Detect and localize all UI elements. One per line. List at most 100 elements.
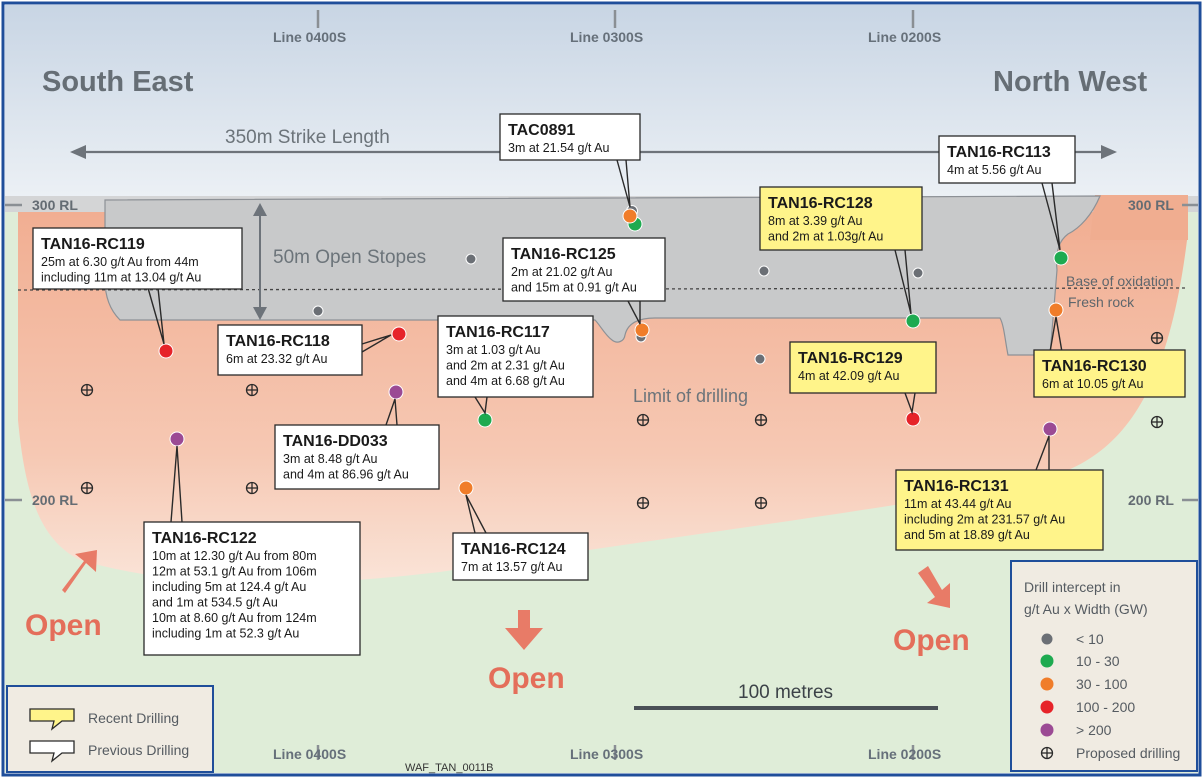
legend-panel: Drill intercept in g/t Au x Width (GW) <… xyxy=(1010,560,1198,772)
legend-swatch-10-30 xyxy=(1040,654,1054,668)
callout-boxes: TAC0891 3m at 21.54 g/t Au TAN16-RC113 4m a… xyxy=(32,113,1186,656)
callout-title: TAN16-DD033 xyxy=(283,433,388,450)
open-label-left: Open xyxy=(25,609,102,642)
callout-line: and 4m at 86.96 g/t Au xyxy=(283,468,409,482)
callout-line: 3m at 1.03 g/t Au xyxy=(446,343,541,357)
callout-line: 10m at 12.30 g/t Au from 80m xyxy=(152,549,317,563)
callout-pointer-rc113 xyxy=(1041,182,1061,251)
callout-line: 4m at 42.09 g/t Au xyxy=(798,369,900,383)
drilling-key-panel: Recent Drilling Previous Drilling xyxy=(6,685,214,773)
proposed-hole-marker xyxy=(1150,415,1164,429)
callout-line: and 1m at 534.5 g/t Au xyxy=(152,596,278,610)
intercept-dot-lt10 xyxy=(758,265,770,277)
section-line-label-0400s-top: Line 0400S xyxy=(273,29,346,45)
intercept-dot-gt200 xyxy=(169,431,185,447)
callout-box xyxy=(143,521,361,656)
callout-pointer-rc131 xyxy=(1035,435,1050,471)
callout-pointer-rc128 xyxy=(894,249,912,315)
intercept-dot-gt200 xyxy=(1042,421,1058,437)
legend-label-lt10: < 10 xyxy=(1076,631,1104,647)
callout-line: 10m at 8.60 g/t Au from 124m xyxy=(152,611,317,625)
proposed-hole-marker xyxy=(80,383,94,397)
callout-title: TAN16-RC113 xyxy=(947,144,1051,161)
scale-bar-label: 100 metres xyxy=(738,682,833,703)
intercept-dot-gt200 xyxy=(388,384,404,400)
callout-line: 2m at 21.02 g/t Au xyxy=(511,265,613,279)
legend-label-10-30: 10 - 30 xyxy=(1076,653,1120,669)
callout-box xyxy=(452,532,589,581)
proposed-hole-marker xyxy=(754,413,768,427)
recent-drilling-icon xyxy=(29,708,75,731)
callout-pointer-rc119 xyxy=(147,287,165,345)
callout-box xyxy=(1033,349,1186,398)
rl-label-200-left: 200 RL xyxy=(32,492,78,508)
callout-line: 12m at 53.1 g/t Au from 106m xyxy=(152,565,317,579)
callout-box xyxy=(502,237,666,302)
callout-box xyxy=(437,315,594,398)
section-line-label-0200s-top: Line 0200S xyxy=(868,29,941,45)
callout-pointer-tac0891 xyxy=(616,159,631,208)
callout-line: including 1m at 52.3 g/t Au xyxy=(152,627,299,641)
callout-line: including 2m at 231.57 g/t Au xyxy=(904,513,1065,527)
intercept-dot-lt10 xyxy=(912,267,924,279)
rl-label-300-right: 300 RL xyxy=(1128,197,1174,213)
callout-title: TAN16-RC122 xyxy=(152,530,257,547)
legend-swatch-100-200 xyxy=(1040,700,1054,714)
title-north-west: North West xyxy=(993,66,1147,98)
proposed-hole-marker xyxy=(245,481,259,495)
intercept-dot-10-30 xyxy=(477,412,493,428)
open-label-right: Open xyxy=(893,624,970,657)
callout-pointer-dd033 xyxy=(385,398,398,426)
callout-line: and 2m at 1.03g/t Au xyxy=(768,230,883,244)
callout-pointer-rc122 xyxy=(170,445,183,523)
intercept-dot-10-30 xyxy=(905,313,921,329)
callout-line: including 5m at 124.4 g/t Au xyxy=(152,580,306,594)
callout-tan16-rc117: TAN16-RC117 3m at 1.03 g/t Au and 2m at 2.… xyxy=(437,315,594,398)
callout-tac0891: TAC0891 3m at 21.54 g/t Au xyxy=(499,113,641,161)
callout-tan16-rc129: TAN16-RC129 4m at 42.09 g/t Au xyxy=(789,341,937,394)
stope-height-arrow xyxy=(253,203,267,320)
callout-tan16-rc122: TAN16-RC122 10m at 12.30 g/t Au from 80m 1… xyxy=(143,521,361,656)
callout-box xyxy=(895,469,1104,551)
intercept-dot-lt10 xyxy=(465,253,477,265)
callout-line: 6m at 23.32 g/t Au xyxy=(226,352,328,366)
rl-label-300-left: 300 RL xyxy=(32,197,78,213)
legend-label-100-200: 100 - 200 xyxy=(1076,699,1135,715)
figure-code: WAF_TAN_0011B xyxy=(405,762,493,774)
section-line-label-0300s-bottom: Line 0300S xyxy=(570,746,643,762)
base-of-oxidation-label: Base of oxidation xyxy=(1066,273,1173,289)
callout-box xyxy=(789,341,937,394)
callout-title: TAN16-RC129 xyxy=(798,350,903,367)
callout-pointer-rc124 xyxy=(465,494,487,534)
callout-pointer-rc130 xyxy=(1049,316,1063,353)
ore-zone-right-top xyxy=(1090,195,1188,240)
proposed-hole-marker xyxy=(754,496,768,510)
rl-label-200-right: 200 RL xyxy=(1128,492,1174,508)
previous-drilling-label: Previous Drilling xyxy=(88,742,189,758)
intercept-dot-30-100 xyxy=(458,480,474,496)
callout-title: TAN16-RC124 xyxy=(461,541,566,558)
strike-length-label: 350m Strike Length xyxy=(225,127,390,148)
callout-line: 6m at 10.05 g/t Au xyxy=(1042,377,1144,391)
callout-line: 25m at 6.30 g/t Au from 44m xyxy=(41,255,199,269)
callout-line: and 2m at 2.31 g/t Au xyxy=(446,359,565,373)
legend-title-line-1: Drill intercept in xyxy=(1024,579,1120,595)
proposed-hole-marker xyxy=(245,383,259,397)
section-line-label-0200s-bottom: Line 0200S xyxy=(868,746,941,762)
open-label-center: Open xyxy=(488,662,565,695)
callout-title: TAN16-RC119 xyxy=(41,236,145,253)
callout-pointers xyxy=(147,159,1063,534)
section-line-label-0300s-top: Line 0300S xyxy=(570,29,643,45)
callout-line: 3m at 21.54 g/t Au xyxy=(508,141,610,155)
callout-box xyxy=(499,113,641,161)
intercept-dot-100-200 xyxy=(158,343,174,359)
callout-title: TAN16-RC117 xyxy=(446,324,550,341)
callout-title: TAC0891 xyxy=(508,122,575,139)
proposed-hole-marker xyxy=(636,496,650,510)
legend-label-proposed: Proposed drilling xyxy=(1076,745,1180,761)
